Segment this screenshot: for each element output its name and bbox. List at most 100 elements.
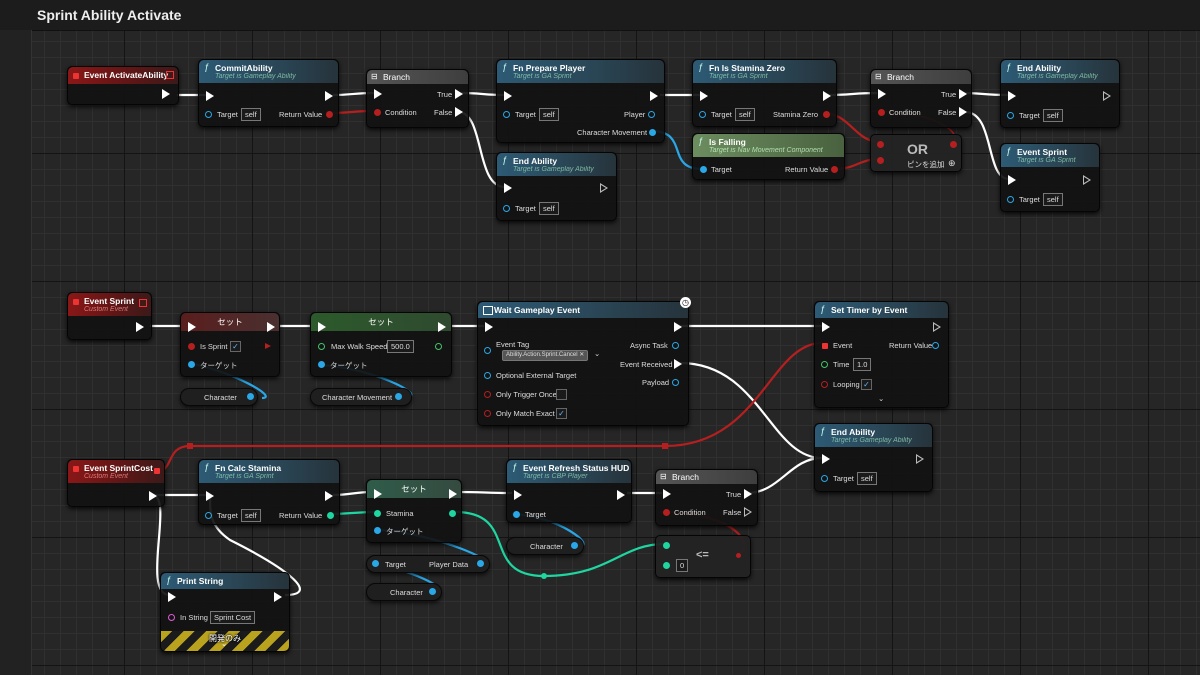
player-data-getter[interactable]: Target Player Data [366, 555, 490, 573]
exec-in-pin[interactable] [504, 183, 512, 193]
exec-out-pin[interactable] [325, 491, 333, 501]
set-is-sprint-node[interactable]: セット Is Sprint ✓ ターゲット [180, 312, 280, 377]
exec-in-pin[interactable] [700, 91, 708, 101]
exec-out-pin[interactable] [933, 322, 941, 332]
only-match-exact-checkbox[interactable]: ✓ [556, 408, 567, 419]
stamina-zero-pin[interactable] [823, 111, 830, 118]
calc-stamina-node[interactable]: ƒ Fn Calc Stamina Target is GA Sprint Ta… [198, 459, 340, 525]
or-input-b-pin[interactable] [877, 157, 884, 164]
tag-dropdown-icon[interactable]: ⌄ [594, 349, 601, 358]
target-pin[interactable] [1007, 196, 1014, 203]
character-getter-2[interactable]: Character [366, 583, 442, 601]
character-movement-getter[interactable]: Character Movement [310, 388, 412, 406]
target-value[interactable]: self [539, 108, 559, 121]
compare-b-pin[interactable] [663, 562, 670, 569]
target-pin[interactable] [372, 560, 379, 567]
event-tag-chip[interactable]: Ability.Action.Sprint.Cancel ✕ [502, 350, 589, 361]
end-ability-node-2[interactable]: ƒ End Ability Target is Gameplay Ability… [1000, 59, 1120, 128]
target-value[interactable]: self [241, 509, 261, 522]
false-exec-pin[interactable] [455, 107, 463, 117]
or-input-a-pin[interactable] [877, 141, 884, 148]
true-exec-pin[interactable] [455, 89, 463, 99]
player-pin[interactable] [648, 111, 655, 118]
set-max-walk-speed-node[interactable]: セット Max Walk Speed 500.0 ターゲット [310, 312, 452, 377]
target-pin[interactable] [699, 111, 706, 118]
set-timer-by-event-node[interactable]: ƒ Set Timer by Event Event Return Value … [814, 301, 949, 408]
looping-pin[interactable] [821, 381, 828, 388]
exec-out-pin[interactable] [438, 322, 446, 332]
character-movement-out-pin[interactable] [395, 393, 402, 400]
target-pin[interactable] [513, 511, 520, 518]
target-value[interactable]: self [857, 472, 877, 485]
event-received-exec-pin[interactable] [674, 359, 682, 369]
exec-out-pin[interactable] [274, 592, 282, 602]
or-node[interactable]: OR ピンを追加 ⊕ [870, 134, 962, 172]
target-pin[interactable] [503, 205, 510, 212]
return-pin[interactable] [932, 342, 939, 349]
stamina-out-pin[interactable] [449, 510, 456, 517]
return-pin[interactable] [326, 111, 333, 118]
max-walk-speed-value[interactable]: 500.0 [387, 340, 414, 353]
exec-in-pin[interactable] [1008, 175, 1016, 185]
looping-checkbox[interactable]: ✓ [861, 379, 872, 390]
exec-in-pin[interactable] [188, 322, 196, 332]
in-string-pin[interactable] [168, 614, 175, 621]
target-value[interactable]: self [1043, 193, 1063, 206]
end-ability-node-3[interactable]: ƒ End Ability Target is Gameplay Ability… [814, 423, 933, 492]
exec-in-pin[interactable] [1008, 91, 1016, 101]
player-data-out-pin[interactable] [477, 560, 484, 567]
character-out-pin[interactable] [429, 588, 436, 595]
exec-in-pin[interactable] [318, 322, 326, 332]
character-getter-3[interactable]: Character [506, 537, 584, 555]
expand-arrow-icon[interactable]: ⌄ [878, 394, 885, 403]
exec-out-pin[interactable] [674, 322, 682, 332]
false-exec-pin[interactable] [744, 507, 752, 517]
async-task-pin[interactable] [672, 342, 679, 349]
delegate-pin[interactable] [154, 468, 160, 474]
exec-in-pin[interactable] [168, 592, 176, 602]
target-pin[interactable] [700, 166, 707, 173]
exec-in-pin[interactable] [485, 322, 493, 332]
only-trigger-once-checkbox[interactable] [556, 389, 567, 400]
add-pin-label[interactable]: ピンを追加 [907, 160, 945, 169]
is-sprint-out-pin[interactable] [265, 343, 271, 349]
or-output-pin[interactable] [950, 141, 957, 148]
exec-out-pin[interactable] [1083, 175, 1091, 185]
exec-out-pin[interactable] [136, 322, 144, 332]
exec-out-pin[interactable] [916, 454, 924, 464]
exec-out-pin[interactable] [600, 183, 608, 193]
exec-out-pin[interactable] [325, 91, 333, 101]
less-equal-node[interactable]: 0 <= [655, 535, 751, 578]
only-trigger-once-pin[interactable] [484, 391, 491, 398]
character-getter-1[interactable]: Character [180, 388, 258, 406]
exec-in-pin[interactable] [663, 489, 671, 499]
branch-node-1[interactable]: ⊟ Branch True Condition False [366, 69, 469, 128]
time-value[interactable]: 1.0 [853, 358, 872, 371]
branch-node-2[interactable]: ⊟ Branch True Condition False [870, 69, 972, 128]
refresh-status-hud-node[interactable]: ƒ Event Refresh Status HUD Target is CBP… [506, 459, 632, 523]
time-pin[interactable] [821, 361, 828, 368]
is-stamina-zero-node[interactable]: ƒ Fn Is Stamina Zero Target is GA Sprint… [692, 59, 837, 127]
target-pin[interactable] [503, 111, 510, 118]
return-pin[interactable] [327, 512, 334, 519]
target-pin[interactable] [188, 361, 195, 368]
exec-out-pin[interactable] [449, 489, 457, 499]
expand-arrow-icon[interactable]: ⌄ [221, 639, 228, 648]
branch-node-3[interactable]: ⊟ Branch True Condition False [655, 469, 758, 526]
target-value[interactable]: self [735, 108, 755, 121]
prepare-player-node[interactable]: ƒ Fn Prepare Player Target is GA Sprint … [496, 59, 665, 143]
event-sprint-node[interactable]: Event Sprint Custom Event [67, 292, 152, 340]
target-pin[interactable] [318, 361, 325, 368]
exec-out-pin[interactable] [162, 89, 170, 99]
exec-in-pin[interactable] [514, 490, 522, 500]
set-stamina-node[interactable]: セット Stamina ターゲット [366, 479, 462, 543]
target-pin[interactable] [821, 475, 828, 482]
true-exec-pin[interactable] [744, 489, 752, 499]
exec-in-pin[interactable] [206, 91, 214, 101]
condition-pin[interactable] [374, 109, 381, 116]
exec-in-pin[interactable] [206, 491, 214, 501]
exec-in-pin[interactable] [374, 89, 382, 99]
target-pin[interactable] [205, 111, 212, 118]
event-sprint-call-node[interactable]: ƒ Event Sprint Target is GA Sprint Targe… [1000, 143, 1100, 212]
target-value[interactable]: self [1043, 109, 1063, 122]
